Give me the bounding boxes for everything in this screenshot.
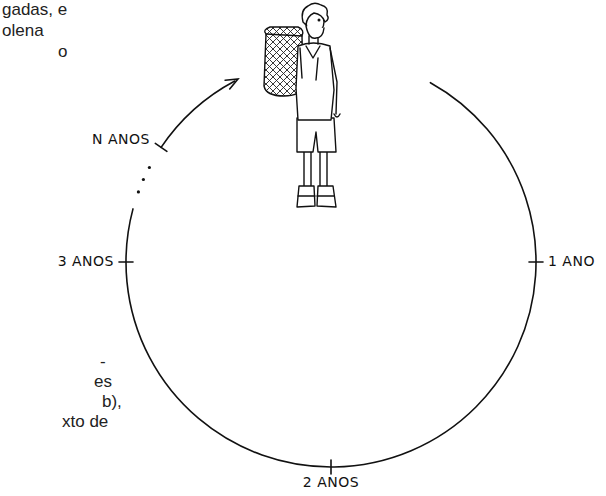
year-label: 2 ANOS (303, 475, 359, 490)
ellipsis-dots (137, 166, 151, 194)
body-text-fragment: olena (2, 22, 44, 41)
tick-mark (119, 261, 133, 263)
continuation-arc (161, 81, 235, 147)
body-text-fragment: b), (102, 393, 122, 412)
year-arc (126, 83, 536, 467)
year-label: N ANOS (92, 132, 150, 147)
body-text-fragment: - (100, 353, 106, 372)
body-text-fragment: es (94, 373, 112, 392)
arrow-head (225, 79, 238, 89)
year-label: 1 ANO (548, 254, 595, 269)
tick-mark (155, 143, 167, 151)
hiker-figure (264, 3, 340, 207)
body-text-fragment: xto de (62, 413, 108, 432)
year-label: 3 ANOS (58, 254, 114, 269)
cycle-circle (119, 79, 543, 474)
tick-mark (330, 460, 332, 474)
tick-mark (529, 261, 543, 263)
body-text-fragment: gadas, e (2, 1, 67, 20)
body-text-fragment: o (58, 43, 67, 62)
